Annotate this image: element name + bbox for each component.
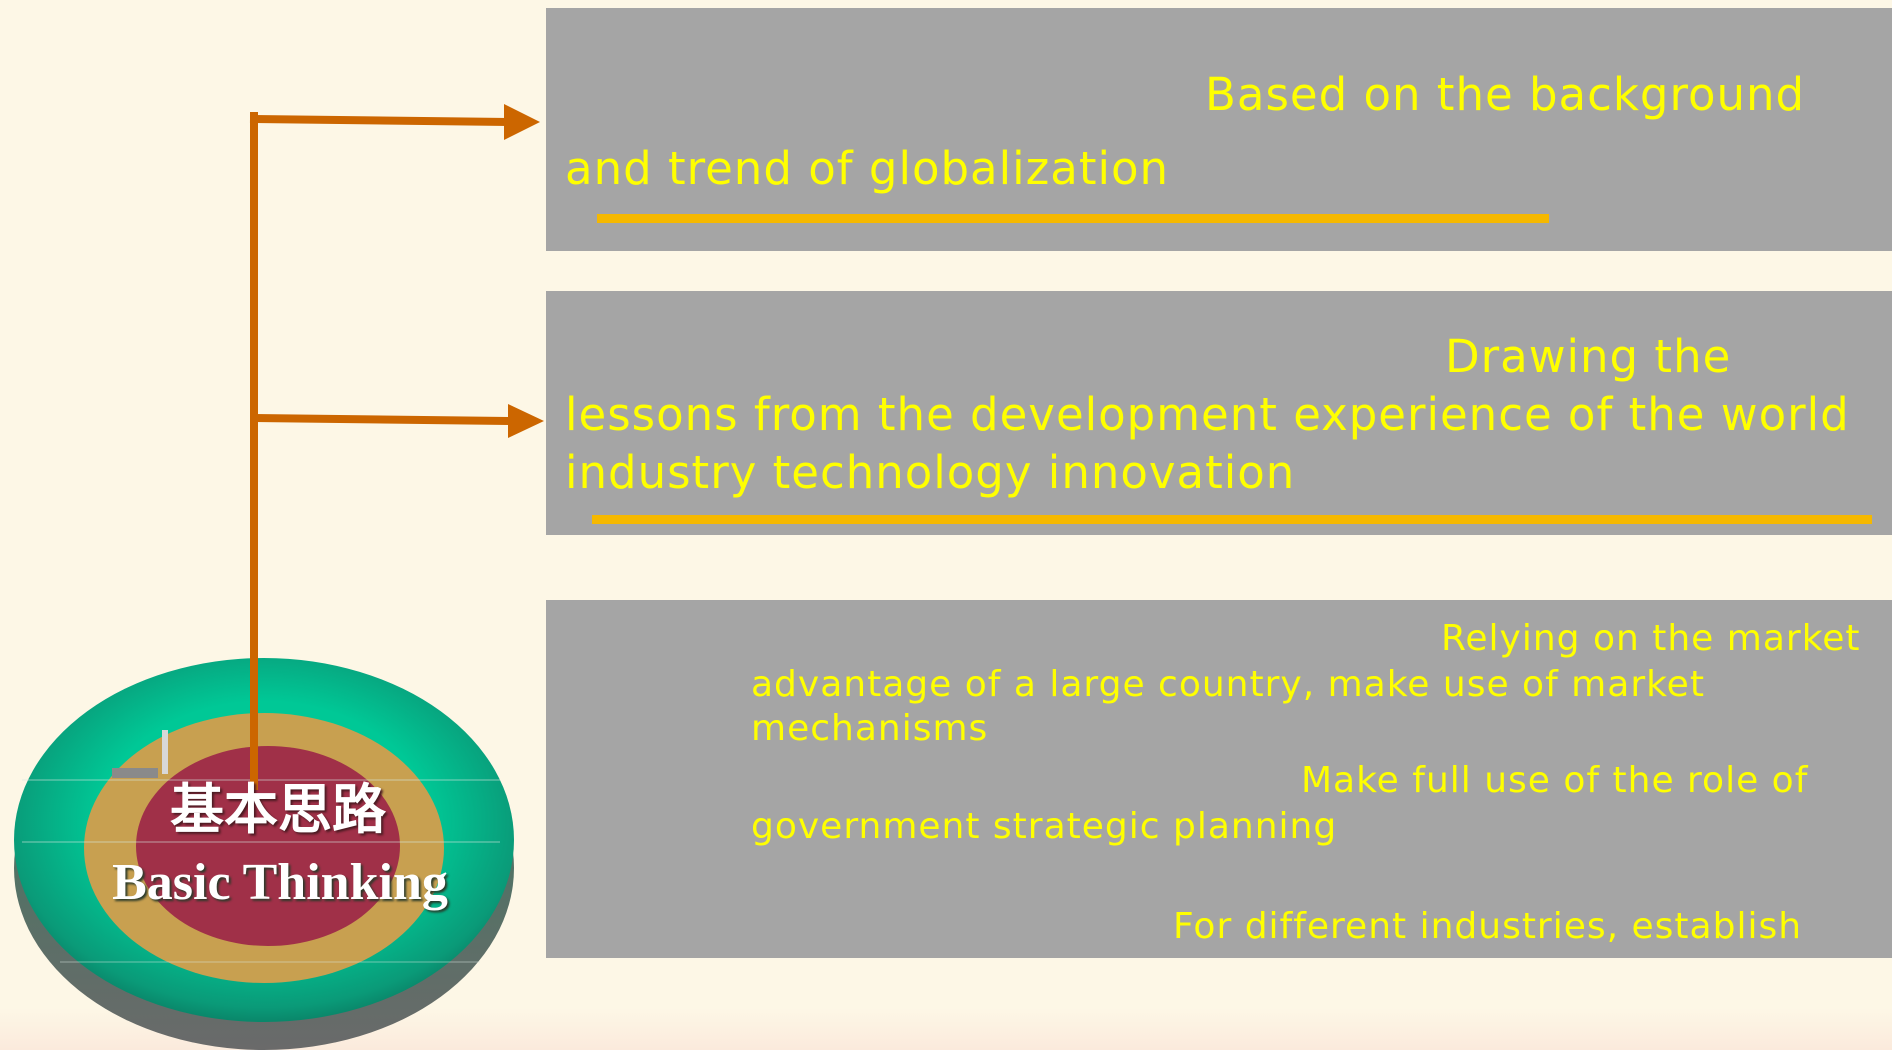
panel-2-line-3: industry technology innovation [565,446,1296,499]
panel-lessons [546,291,1892,535]
hub-title-cn: 基本思路 [170,778,386,841]
panel-3-line-6: For different industries, establish [1173,906,1803,947]
arrowhead-middle [508,404,544,438]
panel-1-line-2: and trend of globalization [565,142,1170,195]
panel-3-line-2: advantage of a large country, make use o… [751,664,1705,705]
panel-3-line-5: government strategic planning [751,806,1338,847]
arrowhead-top [504,104,540,140]
panel-2-underline [592,515,1872,524]
panel-3-line-4: Make full use of the role of [1301,760,1809,801]
hub-disc [14,658,514,1050]
panel-globalization [546,8,1892,251]
panel-3-line-3: mechanisms [751,708,989,749]
panel-market [546,600,1892,958]
panel-1-underline [597,214,1549,223]
panel-2-line-2: lessons from the development experience … [565,388,1850,441]
hub-diagram [14,104,544,1050]
connector-arrows [249,112,515,790]
panel-2-line-1: Drawing the [1445,330,1732,383]
hub-title-en: Basic Thinking [112,854,448,911]
panel-3-line-1: Relying on the market [1441,618,1861,659]
panel-1-line-1: Based on the background [1205,68,1806,121]
